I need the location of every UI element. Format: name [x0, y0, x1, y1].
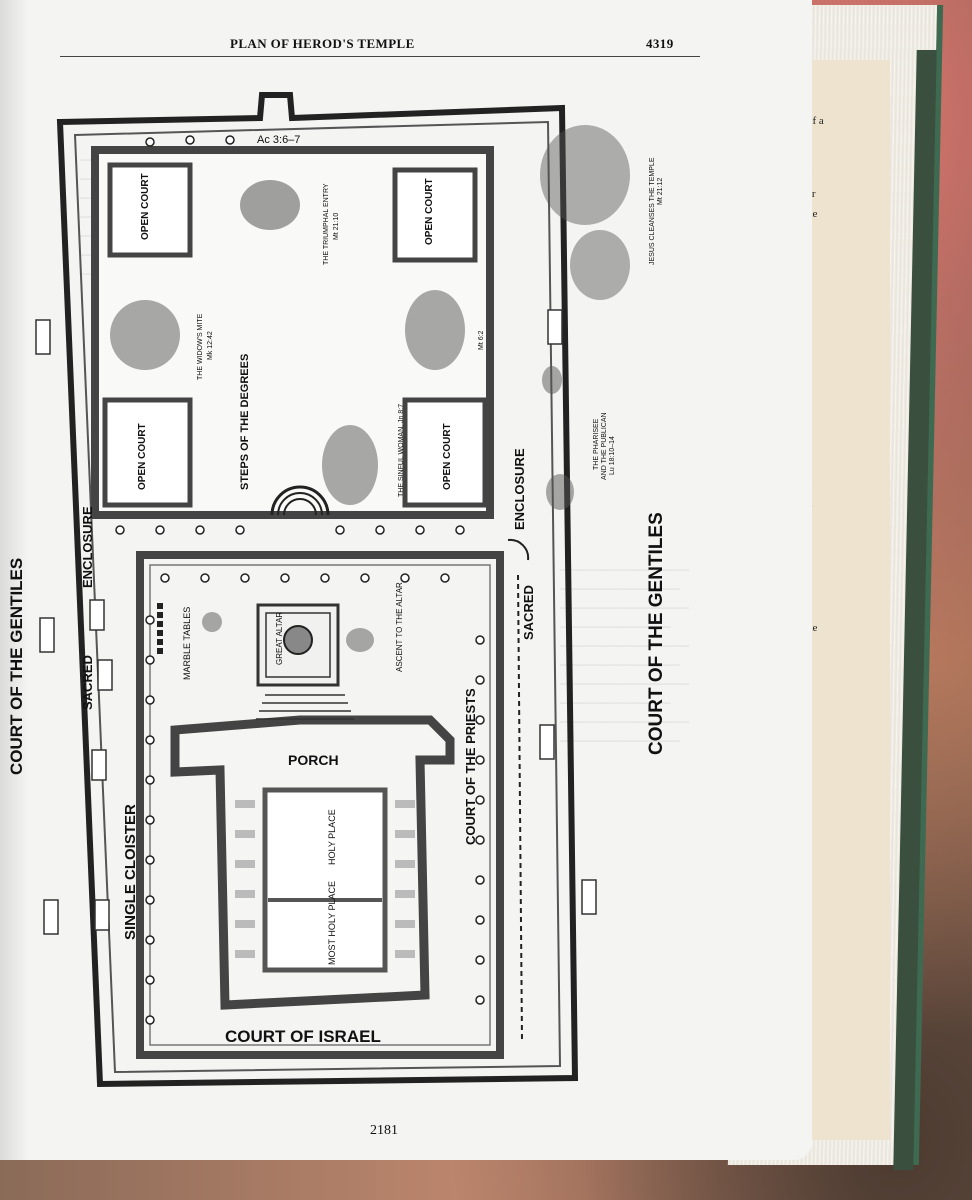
open-court-se-label: OPEN COURT [442, 423, 453, 490]
enclosure-left-label: ENCLOSURE [80, 506, 95, 588]
court-gentiles-left-label: COURT OF THE GENTILES [7, 558, 26, 775]
pharisee-label: THE PHARISEE [593, 418, 600, 470]
widows-mite-label: THE WIDOW'S MITE [197, 313, 204, 380]
bleed-through-text: ────────────────────────────────────────… [560, 562, 689, 748]
widows-mite-ref: Mk 12:42 [207, 331, 214, 360]
great-altar-label: GREAT ALTAR [275, 612, 284, 665]
mt-6-2-ref: Mt 6:2 [478, 330, 485, 350]
triumphal-entry-label: THE TRIUMPHAL ENTRY [323, 183, 330, 265]
side-chambers [235, 800, 415, 958]
holy-place-room [262, 787, 388, 973]
open-court-ne-label: OPEN COURT [424, 178, 435, 245]
next-page-fragment: de [807, 208, 818, 220]
sacred-right-label: SACRED [521, 585, 536, 640]
ascent-altar-label: ASCENT TO THE ALTAR [395, 582, 404, 672]
figure-illustrations [110, 125, 630, 652]
sacred-boundary-line [517, 574, 523, 1041]
temple-plan-diagram: COURT OF THE GENTILES COURT OF THE GENTI… [7, 92, 667, 1088]
altar-fire [283, 625, 313, 655]
gate-arch [507, 538, 530, 561]
court-of-israel-band [149, 564, 491, 1046]
pharisee-ref: Lu 18:10–14 [609, 436, 616, 475]
open-court-ne [392, 167, 478, 263]
next-page-fragment: ne [807, 622, 818, 634]
porch-steps [256, 694, 354, 720]
bible-page: ────────────────────────────────────────… [0, 0, 812, 1160]
sacred-left-label: SACRED [80, 655, 95, 710]
court-israel-label: COURT OF ISRAEL [225, 1027, 381, 1046]
marble-tables-label: MARBLE TABLES [182, 607, 192, 680]
porch-label: PORCH [288, 752, 339, 768]
single-cloister-label: SINGLE CLOISTER [122, 804, 139, 940]
holy-place-label: HOLY PLACE [327, 809, 337, 865]
marble-tables [157, 603, 163, 654]
open-court-se [402, 397, 488, 508]
outer-wall [56, 92, 579, 1088]
publican-label: AND THE PUBLICAN [601, 412, 608, 480]
sinful-woman-label: THE SINFUL WOMAN, Jn 8:7 [398, 404, 405, 497]
page-number-top: 4319 [646, 36, 674, 51]
running-header: PLAN OF HEROD'S TEMPLE [230, 36, 415, 51]
acts-reference: Ac 3:6–7 [257, 134, 300, 146]
steps-degrees-label: STEPS OF THE DEGREES [239, 354, 251, 490]
semicircular-steps [270, 485, 330, 516]
open-court-nw-label: OPEN COURT [140, 173, 151, 240]
cleanses-ref: Mt 21:12 [657, 178, 664, 205]
open-court-nw [107, 162, 193, 258]
open-court-sw-label: OPEN COURT [137, 423, 148, 490]
most-holy-place-label: MOST HOLY PLACE [327, 881, 337, 965]
court-priests-label: COURT OF THE PRIESTS [463, 688, 478, 845]
triumphal-entry-ref: Mt 21:10 [333, 213, 340, 240]
columns [115, 135, 485, 1025]
header-rule [60, 56, 700, 57]
gate-stairs [35, 309, 597, 935]
court-gentiles-right-label: COURT OF THE GENTILES [646, 512, 667, 755]
jesus-cleanses-label: JESUS CLEANSES THE TEMPLE [649, 157, 656, 265]
open-court-sw [102, 397, 193, 508]
enclosure-right-label: ENCLOSURE [512, 448, 527, 530]
page-number-bottom: 2181 [370, 1123, 398, 1138]
inner-court [136, 551, 504, 1059]
